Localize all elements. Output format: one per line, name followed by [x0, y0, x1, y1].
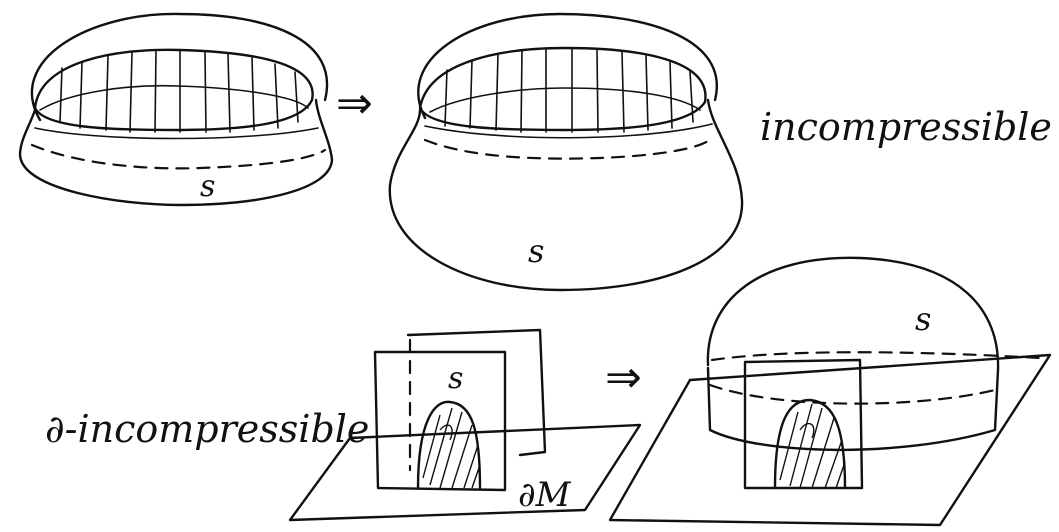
implies-arrow-top: ⇒ — [336, 78, 373, 129]
boundary-incompressible-label: ∂-incompressible — [45, 407, 369, 451]
s-label-top-right: s — [528, 232, 544, 270]
implies-arrow-bottom: ⇒ — [605, 352, 642, 403]
top-right-surface: s — [390, 14, 742, 290]
incompressible-label: incompressible — [760, 105, 1052, 149]
s-label-bottom-left: s — [448, 361, 463, 396]
boundary-m-label: ∂M — [518, 475, 572, 515]
bottom-right-diagram: s — [610, 258, 1050, 525]
s-label-top-left: s — [200, 169, 215, 204]
top-left-surface: s — [20, 14, 332, 205]
s-label-bottom-right: s — [915, 300, 931, 338]
